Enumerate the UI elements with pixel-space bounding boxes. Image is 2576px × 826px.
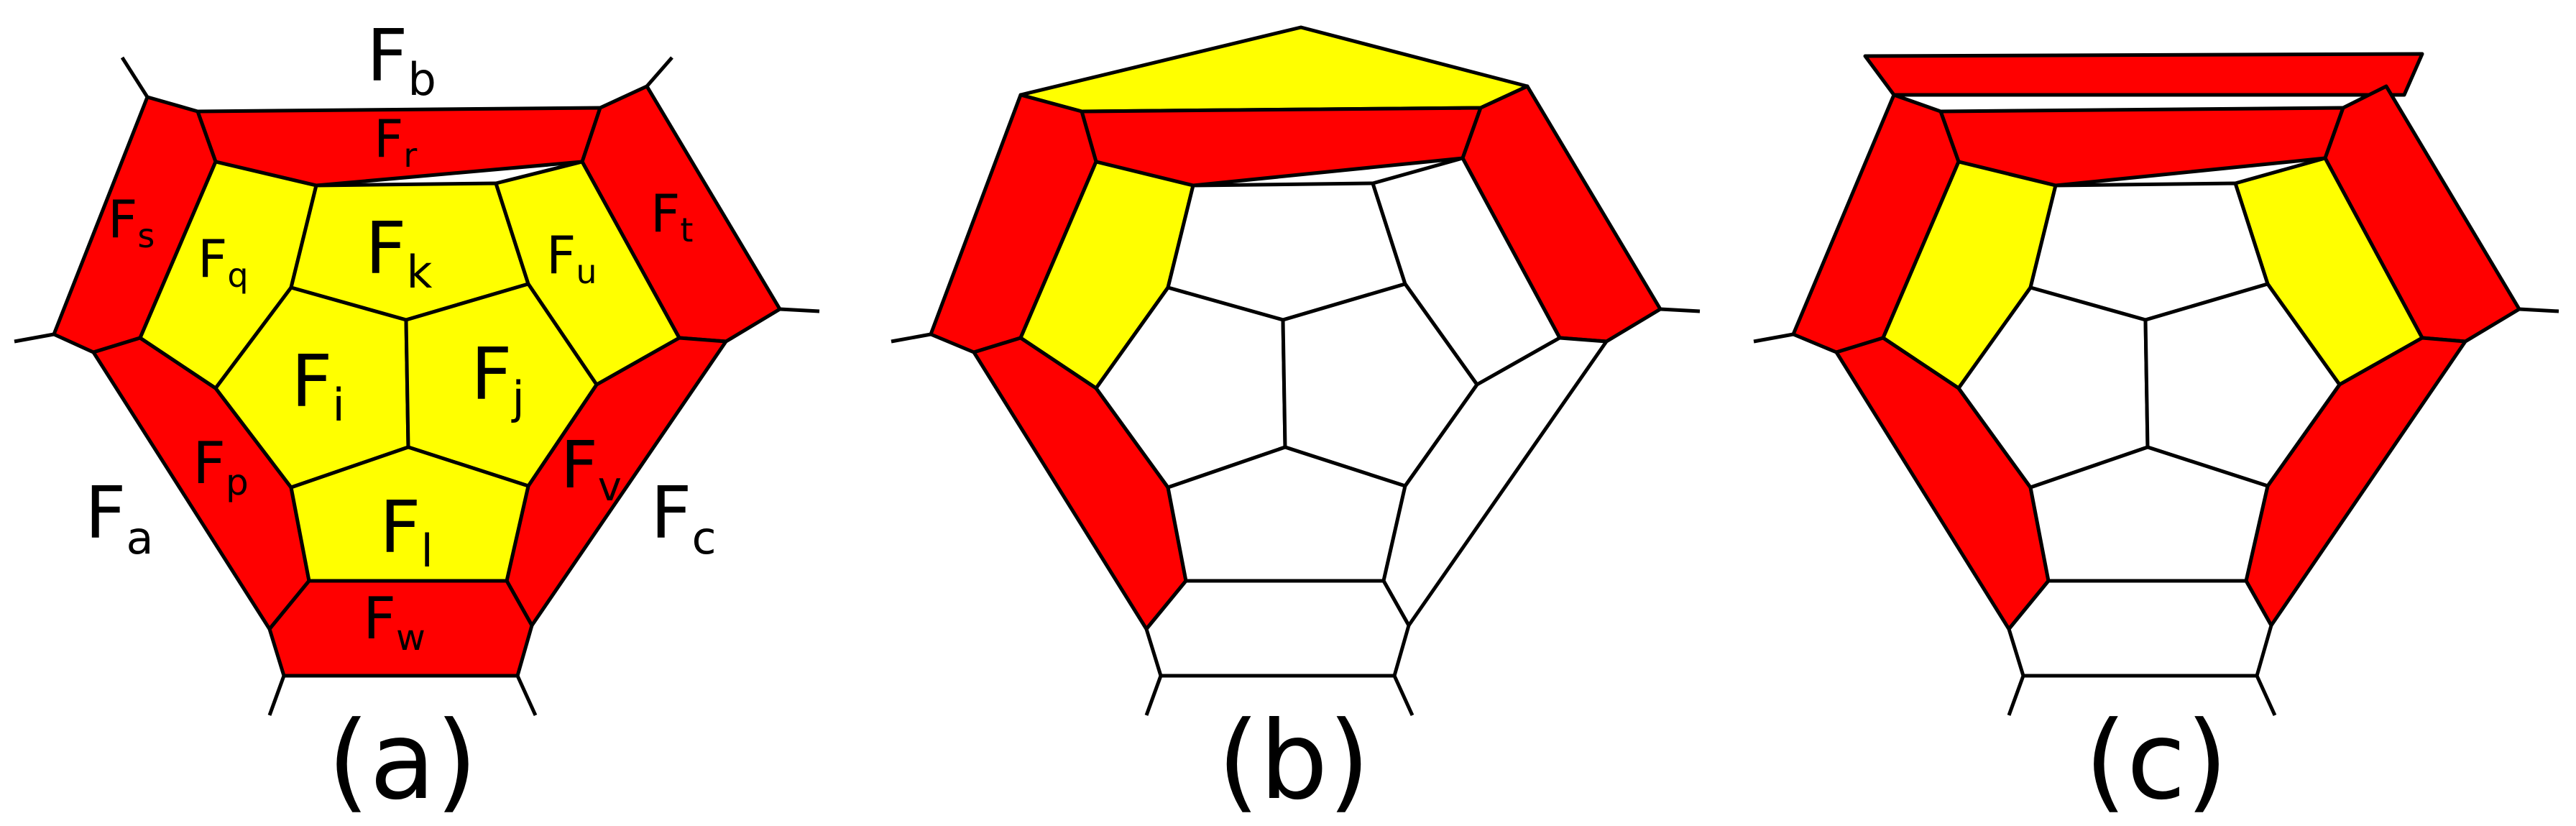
edge-stub bbox=[14, 332, 55, 344]
edge-stub bbox=[515, 674, 538, 717]
label-f-j: Fj bbox=[471, 332, 525, 424]
label-f-r: Fr bbox=[374, 109, 417, 175]
face-center-right bbox=[2143, 282, 2342, 488]
edge-stub bbox=[2255, 674, 2277, 717]
caption-b: (b) bbox=[1218, 699, 1370, 824]
edge-stub bbox=[120, 56, 150, 98]
label-f-t: Ft bbox=[650, 183, 693, 249]
face-top bbox=[1018, 25, 1530, 114]
edge-stub bbox=[779, 307, 820, 313]
edge-stub bbox=[1392, 674, 1414, 717]
edge-stub bbox=[1753, 332, 1794, 344]
face-j bbox=[404, 282, 599, 488]
label-f-b: Fb bbox=[367, 14, 436, 106]
label-f-w: Fw bbox=[363, 585, 426, 658]
label-f-s: Fs bbox=[108, 189, 155, 255]
caption-a: (a) bbox=[328, 699, 478, 824]
label-f-v: Fv bbox=[561, 428, 622, 510]
label-f-q: Fq bbox=[198, 229, 249, 295]
edge-stub bbox=[1144, 675, 1163, 716]
edge-stub bbox=[1660, 307, 1701, 313]
label-f-c: Fc bbox=[650, 471, 717, 564]
face-center-bottom bbox=[2028, 445, 2270, 583]
label-f-a: Fa bbox=[85, 471, 154, 564]
edge-stub bbox=[645, 56, 673, 88]
face-top bbox=[1863, 52, 2424, 97]
caption-c: (c) bbox=[2084, 699, 2228, 824]
panel-b: (b) bbox=[891, 25, 1701, 824]
label-f-l: Fl bbox=[380, 485, 433, 577]
panel-a: Fb Fr Fs Ft Fq Fk Fu Fi Fj Fp Fv Fa Fc F… bbox=[14, 14, 820, 824]
face-u bbox=[494, 160, 681, 387]
face-bottom-band bbox=[2007, 579, 2273, 678]
face-l bbox=[289, 445, 530, 583]
face-bottom-band bbox=[1144, 579, 1411, 678]
edge-stub bbox=[2007, 675, 2025, 716]
edge-stub bbox=[891, 332, 932, 344]
label-f-i: Fi bbox=[291, 339, 345, 431]
label-f-k: Fk bbox=[365, 206, 433, 298]
panel-c: (c) bbox=[1753, 52, 2559, 824]
edge-stub bbox=[267, 675, 286, 716]
label-f-u: Fu bbox=[546, 225, 597, 291]
edge-stub bbox=[2518, 307, 2559, 313]
label-f-p: Fp bbox=[193, 430, 249, 503]
